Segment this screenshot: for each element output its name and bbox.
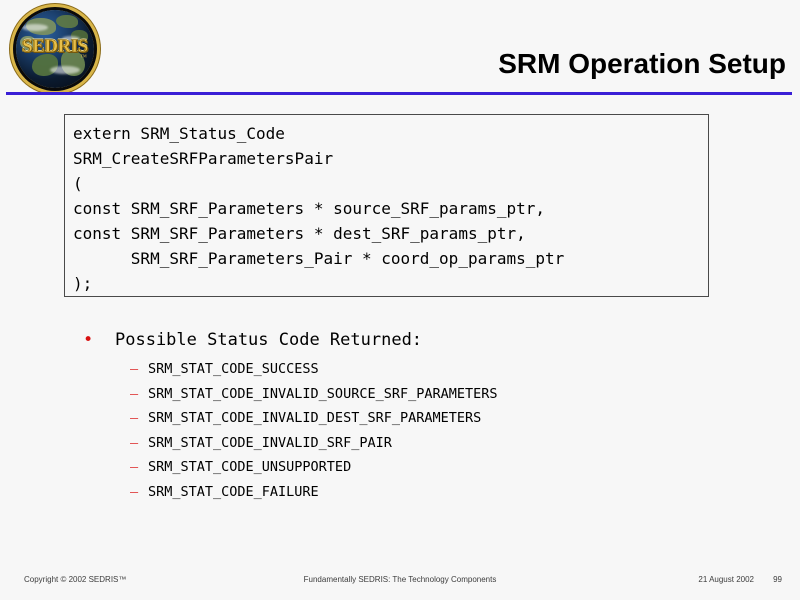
dash-icon: – [130,410,139,426]
status-code-label: SRM_STAT_CODE_FAILURE [148,483,319,500]
footer-copyright: Copyright © 2002 SEDRIS™ [24,575,127,584]
bullet-label: Possible Status Code Returned: [115,330,423,350]
dash-icon: – [130,385,139,402]
code-signature-box: extern SRM_Status_Code SRM_CreateSRFPara… [64,114,709,297]
code-signature-text: extern SRM_Status_Code SRM_CreateSRFPara… [73,124,565,293]
status-code-label: SRM_STAT_CODE_UNSUPPORTED [148,459,352,475]
logo-wordmark: SEDRIS [22,36,89,57]
logo-trademark-icon: ™ [80,53,87,61]
footer-page-number: 99 [773,575,782,584]
globe-cloud [50,66,80,74]
list-item: – SRM_STAT_CODE_SUCCESS [80,357,740,382]
dash-icon: – [130,483,139,500]
list-item: – SRM_STAT_CODE_UNSUPPORTED [80,455,740,480]
dash-icon: – [130,434,139,451]
bullet-dot-icon: • [83,330,94,350]
dash-icon: – [130,361,139,377]
footer-course-title: Fundamentally SEDRIS: The Technology Com… [303,575,497,584]
slide-footer: Copyright © 2002 SEDRIS™ Fundamentally S… [0,572,800,592]
globe-landmass [56,15,78,28]
footer-date: 21 August 2002 [698,575,754,584]
list-item: – SRM_STAT_CODE_INVALID_SRF_PAIR [80,431,740,456]
status-code-label: SRM_STAT_CODE_INVALID_SRF_PAIR [148,434,392,451]
list-item: – SRM_STAT_CODE_INVALID_SOURCE_SRF_PARAM… [80,382,740,407]
globe-cloud [62,36,80,42]
sedris-logo: SEDRIS ™ [8,9,104,89]
status-code-label: SRM_STAT_CODE_SUCCESS [148,361,319,377]
list-item: – SRM_STAT_CODE_FAILURE [80,480,740,505]
dash-icon: – [130,459,139,475]
status-code-label: SRM_STAT_CODE_INVALID_SOURCE_SRF_PARAMET… [148,385,498,402]
list-item: – SRM_STAT_CODE_INVALID_DEST_SRF_PARAMET… [80,406,740,431]
slide-header: SEDRIS ™ SRM Operation Setup [0,0,800,96]
page-title: SRM Operation Setup [498,48,786,79]
status-code-list: – SRM_STAT_CODE_SUCCESS – SRM_STAT_CODE_… [80,357,740,504]
content-body: • Possible Status Code Returned: – SRM_S… [80,328,740,504]
globe-cloud [22,24,48,31]
globe-icon [16,10,94,88]
title-divider [6,92,792,95]
globe-landmass [20,36,36,50]
bullet-item-status-codes: • Possible Status Code Returned: [80,328,740,352]
status-code-label: SRM_STAT_CODE_INVALID_DEST_SRF_PARAMETER… [148,410,482,426]
